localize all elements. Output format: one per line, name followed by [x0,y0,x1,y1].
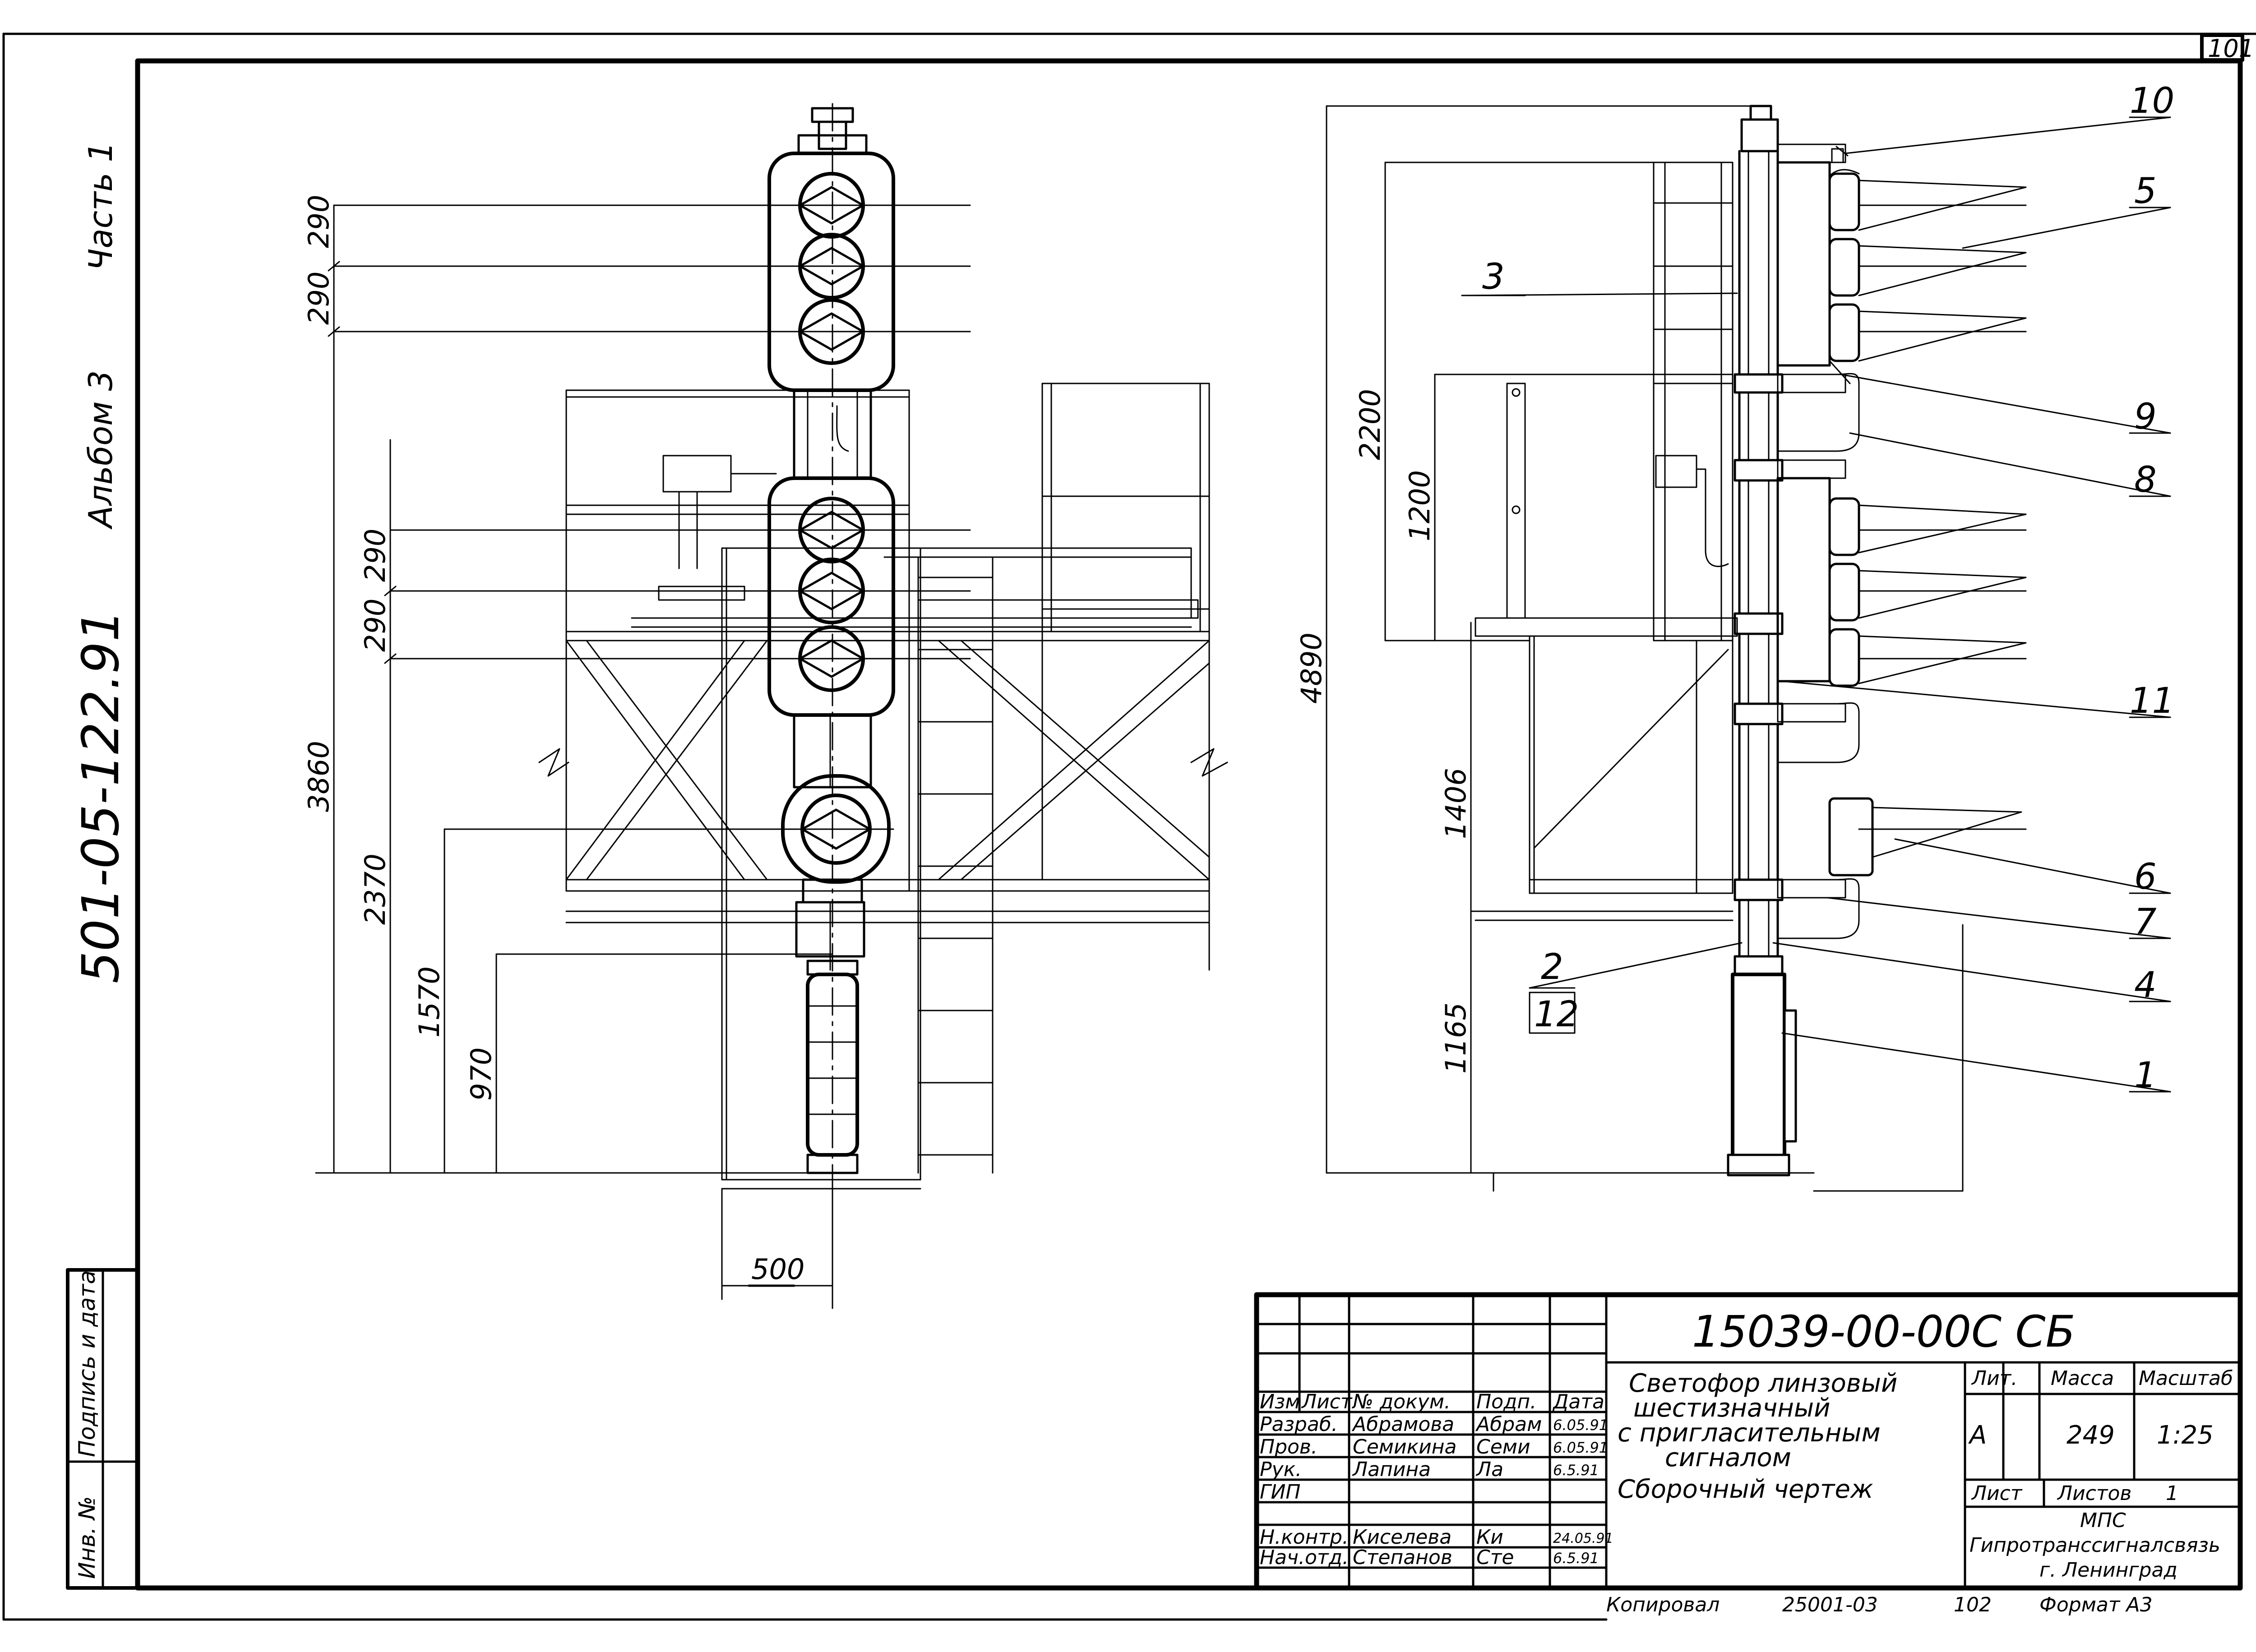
callout-3: 3 [1482,257,1505,297]
callout-labels: 10 5 3 9 8 11 6 7 4 1 2 12 [1482,81,2174,1096]
row-date: 6.05.91 [1553,1439,1608,1456]
row-role: Нач.отд. [1260,1546,1349,1569]
side-dimensions [1326,105,1752,1174]
row-name: Лапина [1352,1458,1431,1481]
sheets-label: Листов [2057,1482,2131,1505]
footer-page: 102 [1954,1593,1992,1616]
row-role: Н.контр. [1260,1526,1349,1549]
lit-value: А [1968,1421,1987,1450]
dim-4890: 4890 [1295,632,1328,704]
row-date: 6.05.91 [1553,1417,1608,1434]
row-sign: Абрам [1475,1413,1542,1436]
dim-1200: 1200 [1403,470,1436,541]
side-mast [1727,105,1797,1177]
part-label: Часть 1 [82,142,120,271]
dim-290-c: 290 [359,529,392,582]
header-doc-no: № докум. [1351,1390,1451,1413]
title-line-1: Светофор линзовый [1629,1369,1897,1398]
page-number: 101 [2208,34,2254,63]
dim-290-b: 290 [302,272,335,325]
left-stamp: Подпись и дата Инв. № [66,1268,139,1590]
dim-1406: 1406 [1439,768,1472,839]
header-izm: Изм [1260,1390,1300,1413]
callout-leaders [1461,116,2171,1093]
doc-type: Сборочный чертеж [1618,1475,1873,1504]
front-dimensions [315,204,971,1300]
header-date: Дата [1552,1390,1604,1413]
dim-2200: 2200 [1354,389,1387,460]
dim-500: 500 [751,1253,804,1286]
callout-12: 12 [1534,994,1579,1035]
mass-value: 249 [2066,1421,2115,1450]
callout-4: 4 [2134,965,2157,1006]
row-date: 6.5.91 [1553,1462,1599,1479]
title-line-3: с пригласительным [1618,1418,1881,1448]
row-name: Степанов [1353,1546,1452,1569]
row-sign: Сте [1476,1546,1514,1569]
callout-7: 7 [2134,902,2157,942]
dim-290-d: 290 [359,599,392,652]
front-signal-assembly [767,103,895,1309]
sheets-value: 1 [2166,1482,2178,1505]
inventory-number-label: Инв. № [74,1496,100,1579]
row-role: ГИП [1260,1481,1301,1504]
callout-11: 11 [2130,681,2174,721]
footer-code: 25001-03 [1782,1593,1878,1616]
row-role: Рук. [1260,1458,1302,1481]
mass-label: Масса [2051,1367,2114,1390]
row-name: Семикина [1353,1435,1456,1458]
gantry-structure [538,383,1228,1190]
org-line-1: МПС [2080,1509,2126,1532]
side-text: Часть 1 Альбом 3 501-05-122.91 [72,142,130,983]
front-view: 290 290 290 290 3860 2370 1570 970 500 [302,103,1228,1309]
dim-1165: 1165 [1439,1002,1472,1074]
project-number: 501-05-122.91 [72,609,130,983]
row-role: Разраб. [1260,1413,1338,1436]
row-date: 6.5.91 [1553,1550,1599,1567]
signature-date-label: Подпись и дата [74,1270,100,1457]
sheet-label: Лист [1971,1482,2023,1505]
org-line-3: г. Ленинград [2039,1559,2177,1582]
dim-970: 970 [465,1047,498,1101]
title-line-2: шестизначный [1633,1394,1831,1423]
callout-2: 2 [1541,947,1563,988]
row-sign: Ки [1476,1526,1503,1549]
row-sign: Семи [1476,1435,1530,1458]
footer-format: Формат А3 [2039,1593,2153,1616]
sheet-frame: 10 1 [2,32,2256,1621]
scale-label: Масштаб [2139,1367,2233,1390]
callout-1: 1 [2134,1055,2157,1096]
row-sign: Ла [1475,1458,1503,1481]
org-line-2: Гипротрансcигналсвязь [1969,1534,2220,1557]
lit-label: Лит. [1971,1367,2017,1390]
designation: 15039-00-00С СБ [1692,1306,2075,1357]
row-name: Абрамова [1351,1413,1454,1436]
side-heads [1776,143,2027,939]
callout-6: 6 [2134,857,2157,897]
dim-2370: 2370 [359,854,392,925]
footer-copied: Копировал [1606,1593,1720,1616]
title-block: 15039-00-00С СБ Светофор линзовый шестиз… [1254,1292,2243,1616]
scale-value: 1:25 [2157,1421,2214,1450]
dim-1570: 1570 [413,966,446,1038]
dim-290-a: 290 [302,195,335,248]
row-date: 24.05.91 [1553,1531,1613,1546]
callout-8: 8 [2134,460,2157,500]
row-role: Пров. [1260,1435,1318,1458]
callout-5: 5 [2134,171,2157,212]
dim-3860: 3860 [302,741,335,812]
title-line-4: сигналом [1665,1443,1791,1472]
album-label: Альбом 3 [82,370,120,530]
callout-9: 9 [2134,397,2157,437]
front-lenses [798,172,872,865]
row-name: Киселева [1353,1526,1452,1549]
callout-10: 10 [2130,81,2174,121]
header-podp: Подп. [1476,1390,1536,1413]
header-list: Лист [1301,1390,1353,1413]
side-view: 4890 2200 1200 1406 1165 [1295,81,2174,1192]
